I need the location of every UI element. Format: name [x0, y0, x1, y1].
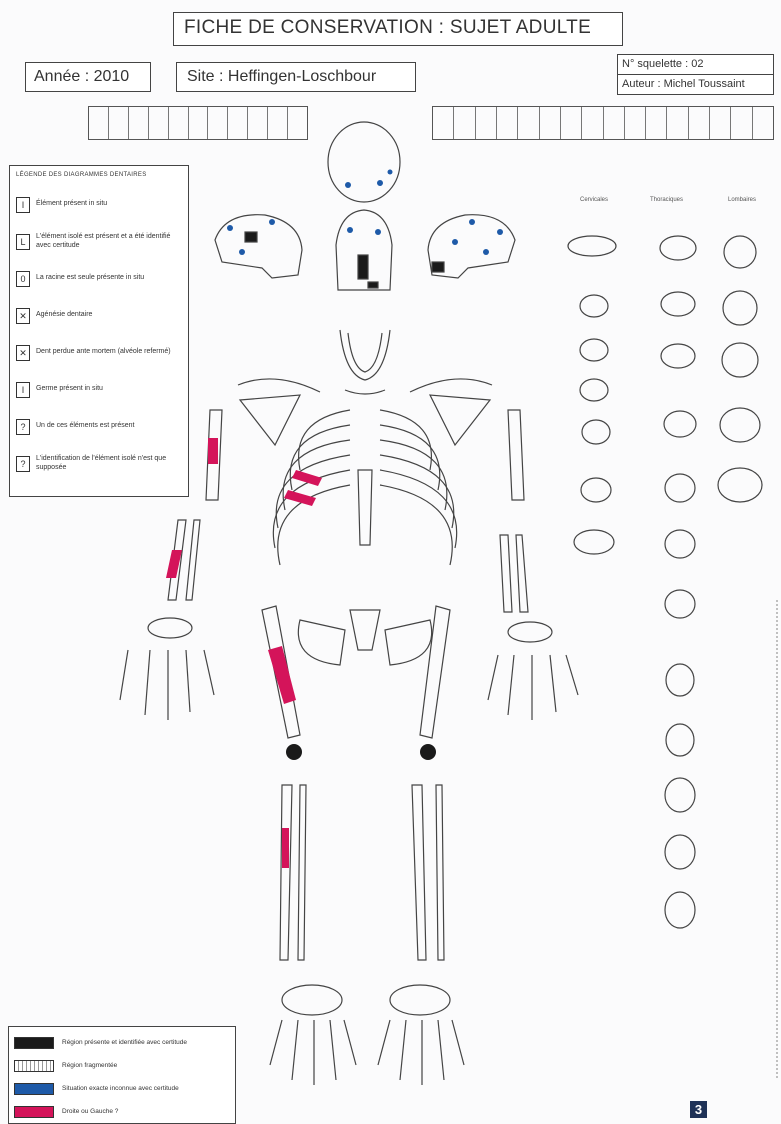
scapula-left: [240, 395, 300, 445]
pink-region: [282, 828, 289, 868]
page-number: 3: [690, 1101, 707, 1118]
pelvis-left: [298, 620, 345, 665]
black-region: [245, 232, 257, 242]
pink-region: [208, 438, 218, 464]
patella-left: [286, 744, 302, 760]
black-region: [432, 262, 444, 272]
pink-region: [268, 646, 296, 704]
cervical-vertebrae: [568, 236, 616, 554]
hand-right: [488, 622, 578, 720]
skull-left-view: [215, 215, 302, 278]
femur-right: [420, 606, 450, 738]
sacrum: [350, 610, 380, 650]
black-region: [358, 255, 368, 279]
swatch-black: [14, 1037, 54, 1049]
region-legend-item: Région présente et identifiée avec certi…: [14, 1031, 230, 1054]
blue-spot: [345, 182, 351, 188]
ribcage: [273, 410, 456, 565]
legend-text: Situation exacte inconnue avec certitude: [62, 1085, 179, 1092]
blue-spot: [377, 180, 383, 186]
clavicle-left: [238, 379, 320, 392]
region-legend-item: Situation exacte inconnue avec certitude: [14, 1077, 230, 1100]
pelvis-right: [385, 620, 432, 665]
swatch-pink: [14, 1106, 54, 1118]
clavicle-right: [410, 379, 492, 392]
legend-text: Région présente et identifiée avec certi…: [62, 1039, 187, 1046]
skull-inferior-view: [328, 122, 400, 202]
humerus-right: [508, 410, 524, 500]
hand-left: [120, 618, 214, 720]
legend-text: Région fragmentée: [62, 1062, 117, 1069]
tibia-right: [412, 785, 426, 960]
swatch-fragmented: [14, 1060, 54, 1072]
ulna-right: [516, 535, 528, 612]
sternum: [358, 470, 372, 545]
patella-right: [420, 744, 436, 760]
region-legend: Région présente et identifiée avec certi…: [8, 1026, 236, 1124]
radius-right: [500, 535, 512, 612]
swatch-blue: [14, 1083, 54, 1095]
thoracic-vertebrae: [660, 236, 696, 928]
hyoid: [345, 390, 385, 394]
lumbar-vertebrae: [718, 236, 762, 502]
tibia-left: [280, 785, 292, 960]
foot-left: [270, 985, 356, 1085]
scapula-right: [430, 395, 490, 445]
region-legend-item: Droite ou Gauche ?: [14, 1100, 230, 1123]
legend-text: Droite ou Gauche ?: [62, 1108, 118, 1115]
foot-right: [378, 985, 464, 1085]
fibula-left: [298, 785, 306, 960]
fibula-right: [436, 785, 444, 960]
region-legend-item: Région fragmentée: [14, 1054, 230, 1077]
blue-spot: [388, 170, 393, 175]
ulna-left: [186, 520, 200, 600]
